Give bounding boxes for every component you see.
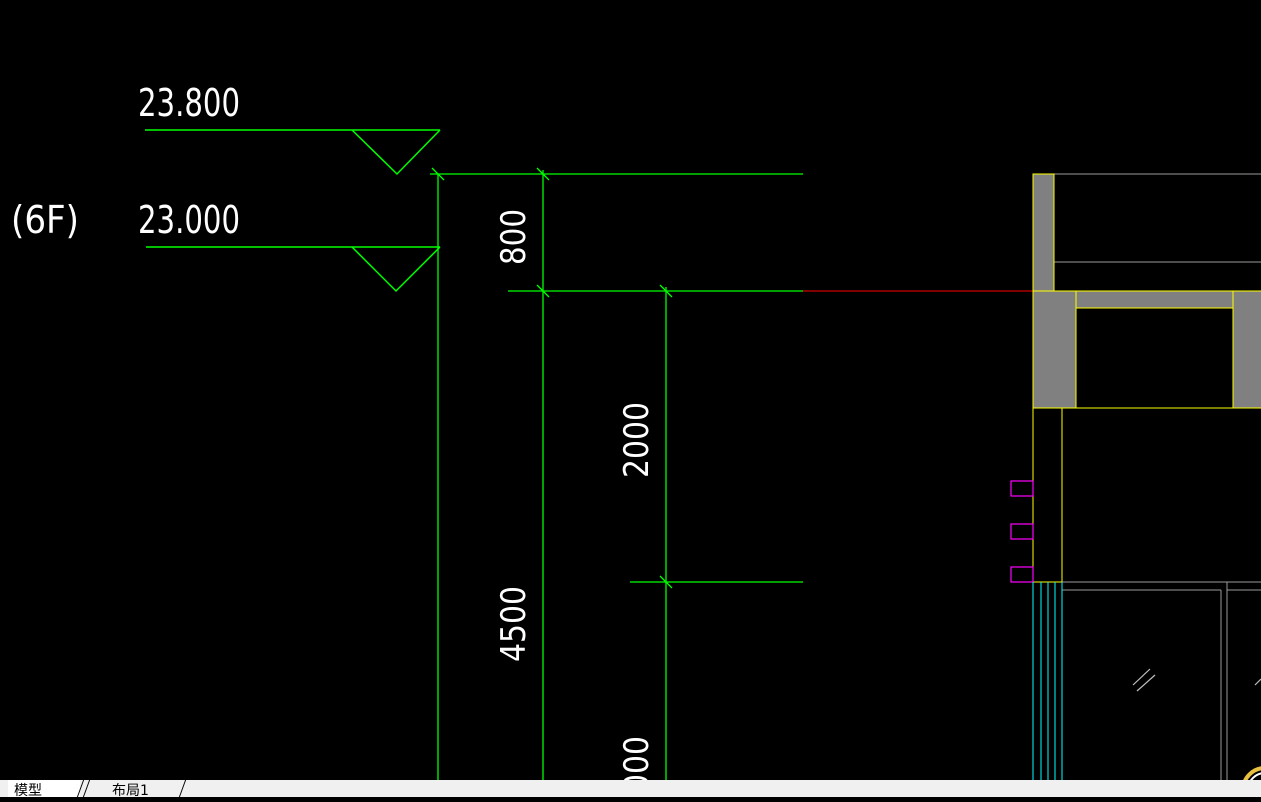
magenta-mark-3[interactable] <box>1010 566 1034 583</box>
wall-column-upper[interactable] <box>1032 173 1055 292</box>
dim-tick <box>536 284 550 298</box>
hatch-stroke-1 <box>1132 668 1151 686</box>
cyan-glazing-lines[interactable] <box>1032 582 1063 780</box>
dim-text-4500: 4500 <box>494 586 534 662</box>
dim-tick <box>659 284 673 298</box>
dim-text-800: 800 <box>494 209 534 265</box>
hatch-mark <box>1132 668 1261 692</box>
wall-sections[interactable] <box>1032 173 1261 583</box>
beam-section[interactable] <box>1075 290 1234 309</box>
tab-model[interactable]: 模型 <box>8 780 80 799</box>
level-marker-23000[interactable]: (6F) 23.000 <box>11 198 441 293</box>
dim-text-2000: 2000 <box>617 402 657 478</box>
hatch-stroke-2 <box>1136 674 1156 692</box>
floor-label-6f: (6F) <box>11 198 79 242</box>
tab-separator <box>82 780 91 797</box>
level-23800-label: 23.800 <box>138 81 240 125</box>
level-23000-label: 23.000 <box>138 198 240 242</box>
dim-tick <box>431 167 445 181</box>
layout-tab-bar: 模型 布局1 <box>0 780 1261 799</box>
level-23800-triangle <box>351 129 441 176</box>
wall-column-lower[interactable] <box>1032 290 1077 409</box>
tab-layout1[interactable]: 布局1 <box>112 783 149 799</box>
hatch-stroke-3 <box>1254 678 1261 686</box>
magenta-marks[interactable] <box>1010 480 1034 583</box>
level-23000-triangle <box>351 246 441 293</box>
magenta-mark-2[interactable] <box>1010 523 1034 540</box>
gray-frame-lines[interactable] <box>1054 173 1261 780</box>
magenta-mark-1[interactable] <box>1010 480 1034 497</box>
dim-tick <box>659 575 673 589</box>
dim-tick <box>536 167 550 181</box>
wall-column-right[interactable] <box>1232 290 1261 409</box>
level-marker-23800[interactable]: 23.800 <box>138 81 441 176</box>
dimension-lines[interactable] <box>430 167 803 780</box>
